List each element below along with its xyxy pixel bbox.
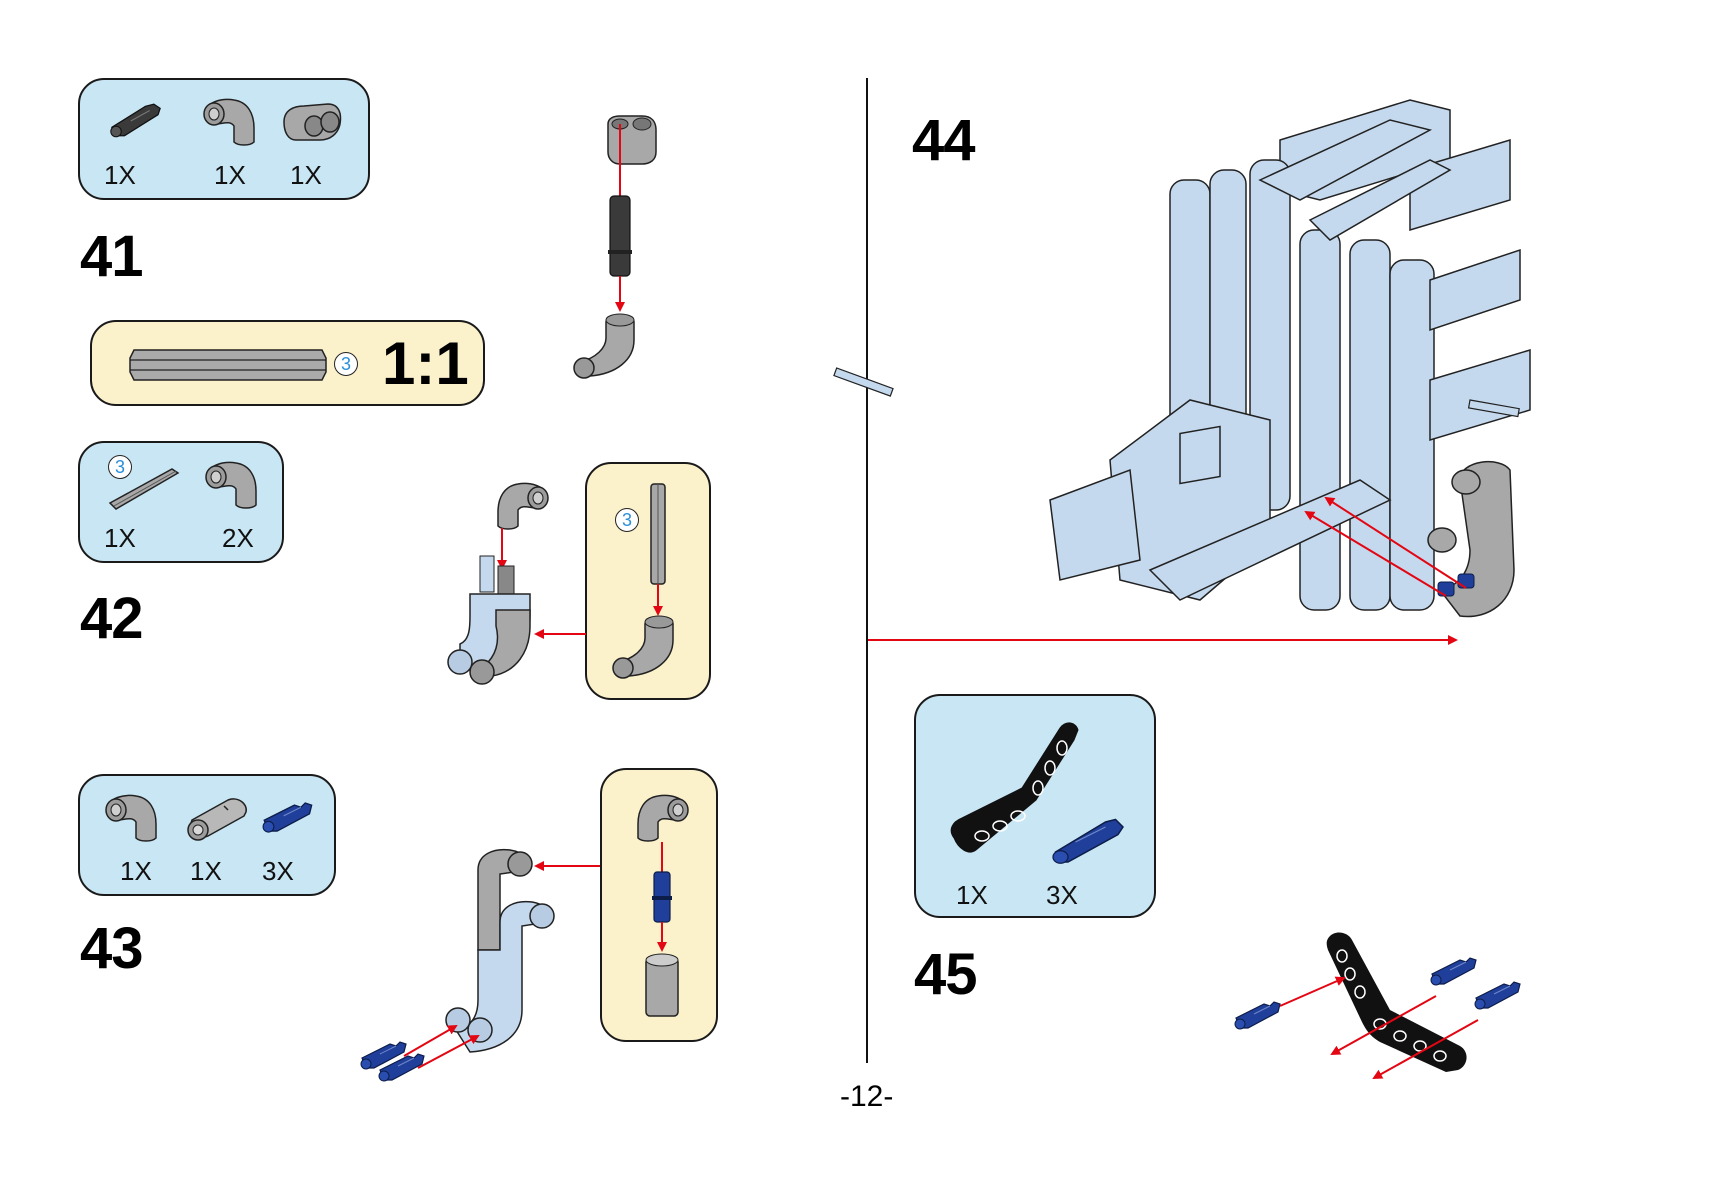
part-quantity: 1X (120, 856, 152, 886)
page-number: -12- (840, 1080, 894, 1113)
assembly-arrow (1330, 995, 1437, 1055)
grey-elbow-connector-icon (105, 794, 157, 842)
blue-long-pin-icon (1430, 957, 1477, 986)
step-45-parts-box: 1X 3X (914, 694, 1156, 918)
blue-long-pin-icon (1052, 818, 1124, 864)
grey-axle-connector-icon (187, 798, 247, 841)
sub-assembly-illustration (612, 483, 674, 679)
step-44-connection-arrow (868, 635, 1458, 645)
assembly-arrow (417, 1035, 480, 1069)
grey-elbow-connector-icon (497, 482, 549, 530)
step-number: 42 (80, 586, 144, 651)
step-41-parts-box: 1X 1X 1X (78, 78, 370, 200)
blue-long-pin-icon (1234, 1001, 1281, 1030)
motor-face (1179, 425, 1221, 485)
grey-elbow-connector-icon (573, 313, 635, 379)
part-quantity: 1X (290, 160, 322, 190)
part-quantity: 2X (222, 523, 254, 553)
grey-elbow-connector-icon (637, 794, 689, 842)
part-quantity: 1X (956, 880, 988, 910)
part-quantity: 3X (262, 856, 294, 886)
step-44-assembly-illustration (833, 99, 1531, 618)
assembly-arrow (403, 1025, 458, 1057)
step-43-sub-assembly-box (600, 768, 718, 1042)
assembly-arrow (1372, 1019, 1479, 1079)
black-bent-beam-icon (950, 722, 1079, 853)
grey-2-hole-beam-icon (283, 103, 342, 141)
part-quantity: 1X (104, 160, 136, 190)
step-43-parts-box: 1X 1X 3X (78, 774, 336, 896)
grey-axle-connector-icon (645, 953, 679, 1017)
assembly-arrow (1304, 510, 1447, 597)
step-number: 41 (80, 224, 144, 289)
blue-long-pin-icon (1474, 981, 1521, 1010)
length-badge: 3 (334, 352, 358, 376)
part-quantity: 1X (214, 160, 246, 190)
light-blue-frame-assembly (1049, 99, 1531, 611)
step-42-sub-assembly-box: 3 (585, 462, 711, 700)
black-axle-pin-icon (110, 103, 161, 138)
step-42-parts-box: 3 1X 2X (78, 441, 284, 563)
axle-ends (833, 367, 1520, 418)
grey-2-hole-beam-icon (607, 115, 657, 165)
axle-3-icon (129, 349, 327, 381)
grey-elbow-connector-icon (612, 615, 674, 679)
sub-assembly-illustration (637, 794, 689, 1017)
step-45-assembly-illustration (1234, 932, 1521, 1079)
step-number: 43 (80, 916, 144, 981)
part-quantity: 1X (190, 856, 222, 886)
length-badge: 3 (615, 508, 639, 532)
grey-elbow-assembly (477, 848, 533, 951)
part-quantity: 1X (104, 523, 136, 553)
step-43-assembly-illustration (360, 848, 600, 1082)
blue-axle-pin-icon (652, 871, 672, 923)
grey-elbow-connector-icon (203, 98, 255, 146)
step-41-assembly-illustration (573, 115, 657, 379)
part-quantity: 3X (1046, 880, 1078, 910)
light-blue-elbow-assembly (445, 900, 555, 1053)
black-axle-pin-icon (608, 195, 632, 277)
grey-elbow-assembly (1427, 461, 1515, 618)
length-badge: 3 (108, 455, 132, 479)
step-number: 44 (912, 108, 976, 173)
vertical-divider (866, 78, 868, 1063)
black-bent-beam-icon (1326, 932, 1467, 1072)
blue-axle-pin-icon (262, 802, 313, 833)
grey-axle-3-icon (108, 468, 180, 510)
assembly-arrow (1324, 496, 1467, 589)
scale-reference-box: 3 1:1 (90, 320, 485, 406)
step-42-assembly-illustration (447, 482, 586, 685)
light-blue-elbow-assembly (447, 555, 531, 685)
assembly-arrow (1279, 976, 1346, 1007)
scale-ratio-label: 1:1 (382, 330, 469, 397)
step-number: 45 (914, 942, 978, 1007)
grey-elbow-connector-icon (205, 461, 257, 509)
